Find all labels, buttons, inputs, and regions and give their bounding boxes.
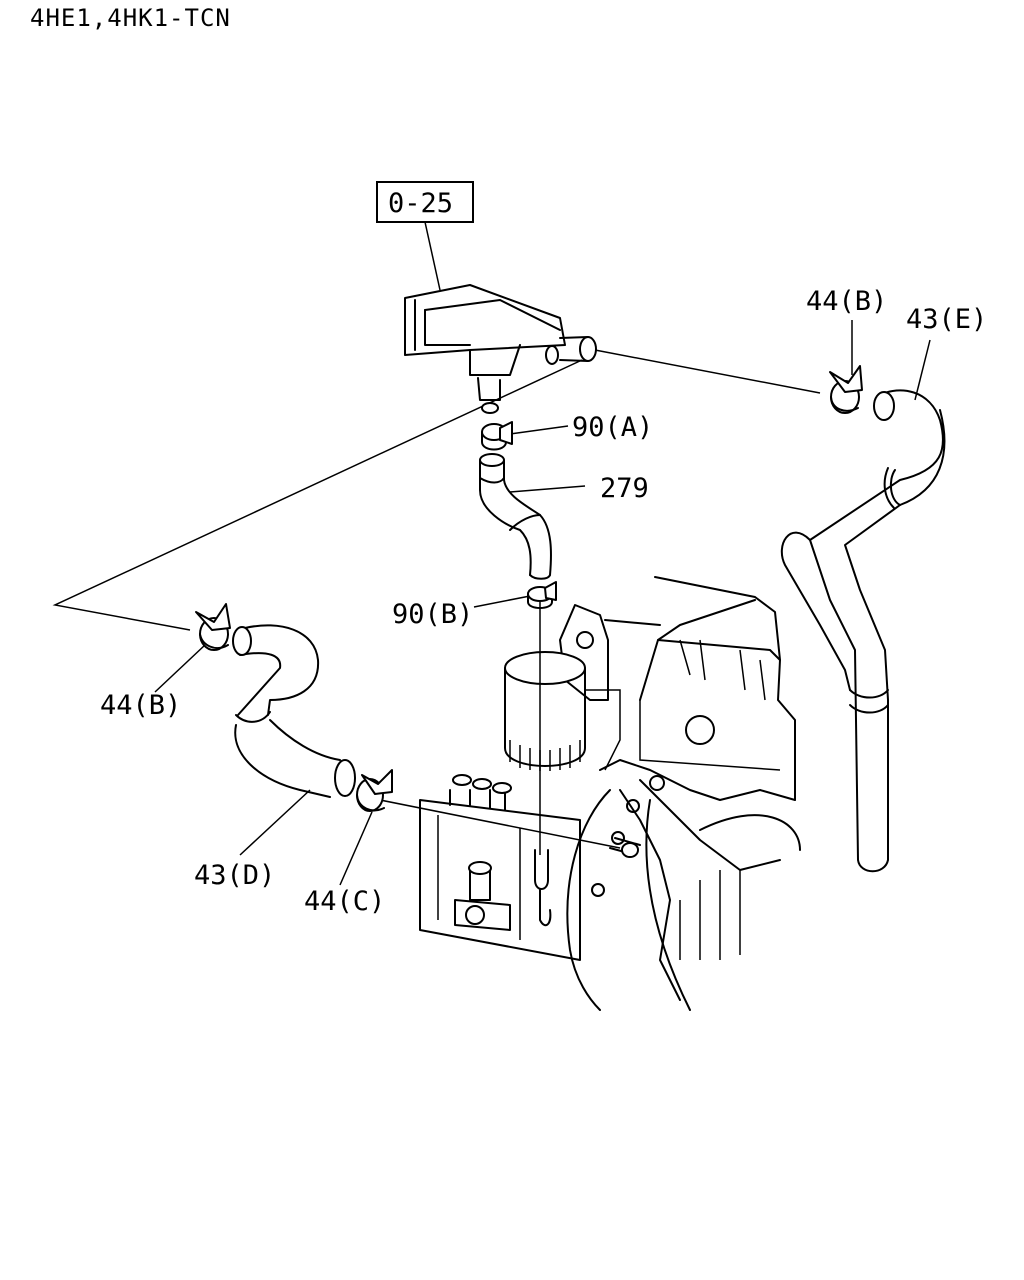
clamp-44b-left-label: 44(B)	[100, 690, 181, 721]
model-code-header: 4HE1,4HK1-TCN	[30, 4, 231, 32]
clamp-44b-left	[195, 603, 231, 651]
clamp-44c-label: 44(C)	[304, 886, 385, 917]
clamp-44b-right-label: 44(B)	[806, 286, 887, 317]
separator-unit	[404, 284, 597, 414]
clamp-90a-label: 90(A)	[572, 412, 653, 443]
engine-block-illustration	[419, 576, 801, 1011]
callout-labels: 0-25 90(A) 279 90(B) 44(B) 43(E) 44(B) 4…	[100, 181, 987, 917]
hose-43d	[232, 624, 356, 798]
hose-43d-label: 43(D)	[194, 860, 275, 891]
clamp-44c	[356, 769, 393, 812]
ref-box-label: 0-25	[388, 188, 453, 219]
leader-lines	[52, 221, 931, 886]
clamp-90b	[527, 581, 557, 609]
hose-43e	[780, 389, 946, 873]
ref-box-frame	[376, 181, 474, 223]
hose-279-label: 279	[600, 473, 649, 504]
hose-43e-label: 43(E)	[906, 304, 987, 335]
hose-279	[479, 453, 552, 580]
clamp-90b-label: 90(B)	[392, 599, 473, 630]
clamp-90a	[481, 421, 513, 451]
clamp-44b-right	[829, 365, 863, 414]
